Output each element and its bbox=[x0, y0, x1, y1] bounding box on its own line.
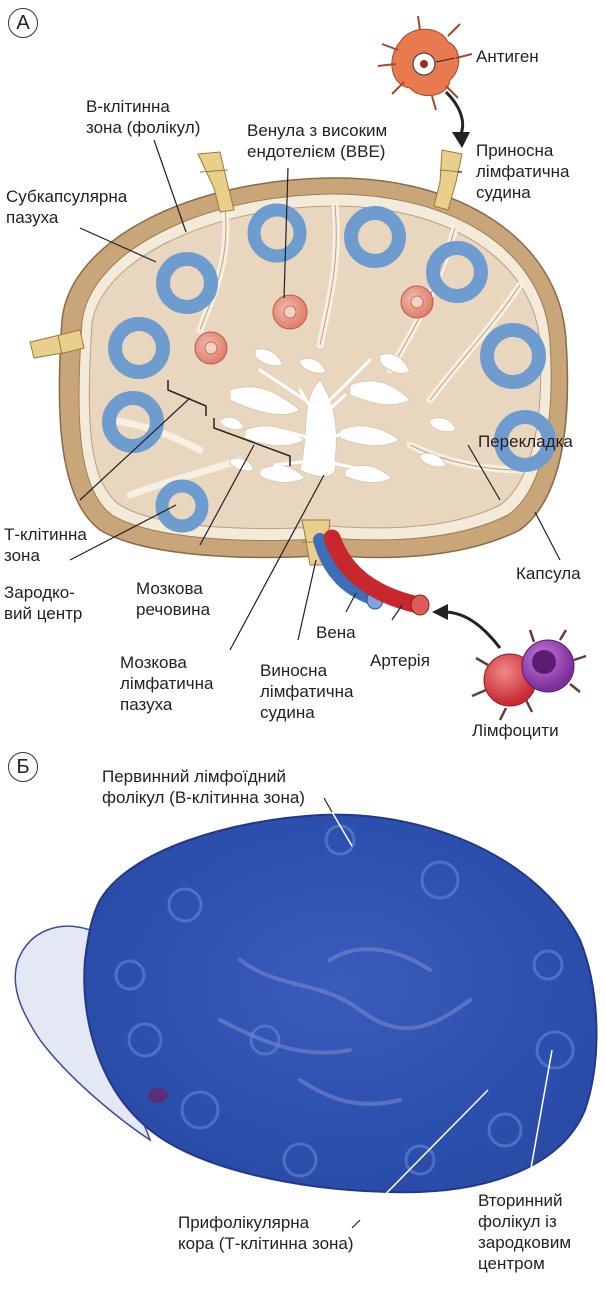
antigen-cell bbox=[378, 16, 472, 110]
label-lymphocytes: Лімфоцити bbox=[472, 720, 559, 741]
lymphocytes-cells bbox=[472, 630, 586, 720]
label-paracortex: Прифолікулярна кора (Т-клітинна зона) bbox=[178, 1212, 354, 1254]
label-antigen: Антиген bbox=[476, 46, 539, 67]
label-trabecula: Перекладка bbox=[478, 431, 573, 452]
label-vein: Вена bbox=[316, 622, 356, 643]
antigen-arrow bbox=[446, 92, 463, 136]
label-primary-follicle: Первинний лімфоїдний фолікул (В-клітинна… bbox=[102, 766, 305, 808]
label-germinal-center: Зародко- вий центр bbox=[4, 582, 82, 624]
label-efferent-vessel: Виносна лімфатична судина bbox=[260, 660, 353, 723]
label-t-cell-zone: Т-клітинна зона bbox=[4, 524, 87, 566]
label-b-cell-zone: В-клітинна зона (фолікул) bbox=[86, 96, 200, 138]
label-medullary-sinus: Мозкова лімфатична пазуха bbox=[120, 652, 213, 715]
label-afferent-vessel: Приносна лімфатична судина bbox=[476, 140, 569, 203]
lymphocyte-arrow bbox=[444, 612, 500, 648]
label-artery: Артерія bbox=[370, 650, 430, 671]
label-subcapsular-sinus: Субкапсулярна пазуха bbox=[6, 186, 127, 228]
panel-a-letter: А bbox=[8, 8, 38, 38]
label-medulla: Мозкова речовина bbox=[136, 578, 210, 620]
label-capsule: Капсула bbox=[516, 563, 581, 584]
label-secondary-follicle: Вторинний фолікул із зародковим центром bbox=[478, 1190, 571, 1274]
panel-b-letter: Б bbox=[8, 752, 38, 782]
label-hev: Венула з високим ендотелієм (ВВЕ) bbox=[247, 120, 387, 162]
